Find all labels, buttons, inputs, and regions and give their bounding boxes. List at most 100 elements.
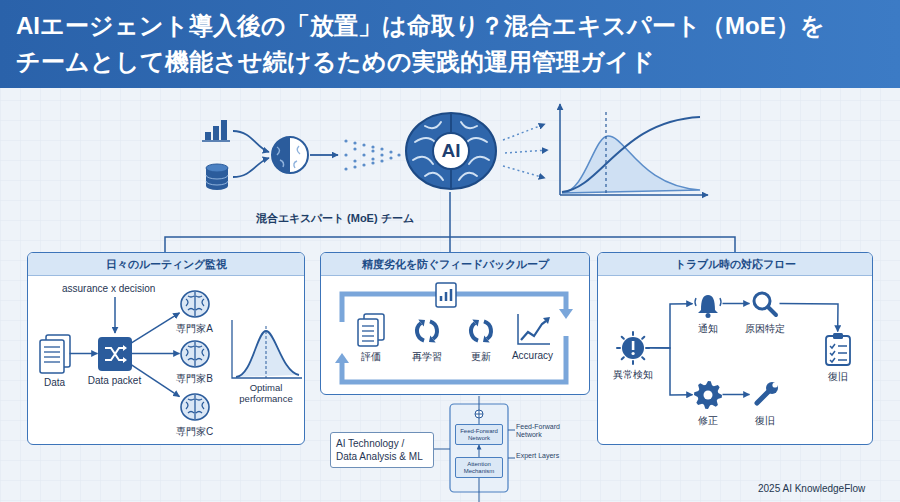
recovery-icon: 復旧 <box>823 332 853 366</box>
icon-shape <box>772 382 777 387</box>
icon-group <box>617 332 649 364</box>
node-shape <box>180 290 210 318</box>
team-bracket <box>449 237 451 252</box>
icon-shape <box>418 319 425 326</box>
icon-shape <box>833 333 843 339</box>
icon-group <box>694 381 722 409</box>
grid-background <box>0 88 900 502</box>
icon-shape <box>518 314 550 344</box>
icon-shape <box>362 335 374 336</box>
icon-shape <box>703 390 712 399</box>
node-text: Attention Mechanism <box>457 461 501 475</box>
transformer-block <box>475 410 483 418</box>
performance-chart <box>560 104 708 195</box>
transformer-block <box>508 430 515 458</box>
expert-icon: 専門家A <box>180 290 210 318</box>
icon-caption: 再学習 <box>412 350 442 364</box>
icon-shape <box>830 344 847 348</box>
dot-funnel <box>371 149 374 152</box>
dot-funnel <box>389 156 392 159</box>
icon-shape <box>695 298 721 306</box>
node-shape <box>412 316 442 346</box>
panel-heading: トラブル時の対応フロー <box>598 253 872 276</box>
node-shape <box>823 332 853 366</box>
icon-shape <box>44 351 60 352</box>
layer-box: Feed-Forward Network <box>455 424 503 445</box>
icon-shape <box>705 313 710 318</box>
icon-caption: 原因特定 <box>745 322 785 336</box>
icon-caption: Data packet <box>88 375 141 386</box>
flow-arrow <box>479 445 480 457</box>
team-bracket <box>449 192 451 237</box>
dot-funnel <box>389 150 392 153</box>
node-shape <box>693 290 723 318</box>
node-shape <box>750 380 780 410</box>
dot-funnel <box>353 147 356 150</box>
icon-shape <box>123 345 127 363</box>
icon-shape <box>44 356 60 357</box>
data-icon: Data <box>40 335 70 373</box>
icon-shape <box>694 381 722 409</box>
performance-chart <box>559 104 561 195</box>
icon-shape <box>40 340 64 373</box>
icon-shape <box>362 330 374 331</box>
icon-shape <box>44 361 60 362</box>
icon-shape <box>766 382 778 394</box>
icon-shape <box>362 325 374 326</box>
transformer-block <box>434 396 515 502</box>
icon-shape <box>646 347 649 349</box>
bar-chart-icon <box>202 120 230 141</box>
icon-shape <box>617 347 620 349</box>
ai-brain: AI <box>405 112 497 190</box>
section-panel: 日々のルーティング監視DataData packet専門家A専門家B専門家C <box>27 252 305 445</box>
team-bracket <box>165 192 735 252</box>
dot-funnel <box>362 143 365 146</box>
dot-funnel <box>353 141 356 144</box>
side-label: Feed-Forward Network <box>516 423 568 439</box>
retrain-icon: 再学習 <box>412 316 442 346</box>
icon-shape <box>186 292 204 316</box>
expert-icon: 専門家B <box>180 340 210 368</box>
node-text: Feed-Forward Network <box>457 428 501 442</box>
node-shape <box>180 393 210 421</box>
icon-group <box>40 335 70 373</box>
brain-shape <box>406 113 496 189</box>
icon-shape <box>830 351 847 355</box>
icon-shape <box>472 319 479 326</box>
icon-group <box>468 319 492 342</box>
evaluate-icon: 評価 <box>358 314 384 346</box>
icon-shape <box>428 335 435 342</box>
node-shape <box>466 316 496 346</box>
mini-brain-icon <box>272 137 290 173</box>
dot-funnel <box>344 167 347 170</box>
node-shape <box>40 335 70 373</box>
icon-group <box>414 319 438 342</box>
icon-group <box>358 314 384 346</box>
icon-shape <box>642 336 644 338</box>
icon-shape <box>181 291 209 317</box>
icon-shape <box>186 342 204 366</box>
icon-caption: 異常検知 <box>613 368 653 382</box>
group-label: 混合エキスパート (MoE) チーム <box>256 211 414 226</box>
panel-heading: 精度劣化を防ぐフィードバックループ <box>321 253 589 276</box>
dot-funnel <box>344 139 400 170</box>
node-text: AI Technology / Data Analysis & ML <box>336 437 428 463</box>
icon-caption: 更新 <box>471 350 491 364</box>
icon-group <box>468 319 492 342</box>
output-arrows <box>503 166 545 178</box>
investigate-icon: 原因特定 <box>750 290 780 318</box>
performance-chart <box>605 112 606 195</box>
icon-caption: Data <box>44 377 65 388</box>
transformer-block <box>434 449 450 450</box>
team-bracket <box>165 237 735 252</box>
icon-caption: 専門家B <box>176 372 213 386</box>
chart-label: Optimal performance <box>230 382 302 404</box>
icon-caption: 復旧 <box>755 414 775 428</box>
icon-shape <box>186 395 204 419</box>
icon-group <box>98 337 132 371</box>
bar-chart-icon <box>205 132 211 140</box>
icon-group <box>181 341 209 367</box>
dot-funnel <box>397 153 400 156</box>
fix-icon: 修正 <box>693 380 723 410</box>
icon-shape <box>181 394 209 420</box>
